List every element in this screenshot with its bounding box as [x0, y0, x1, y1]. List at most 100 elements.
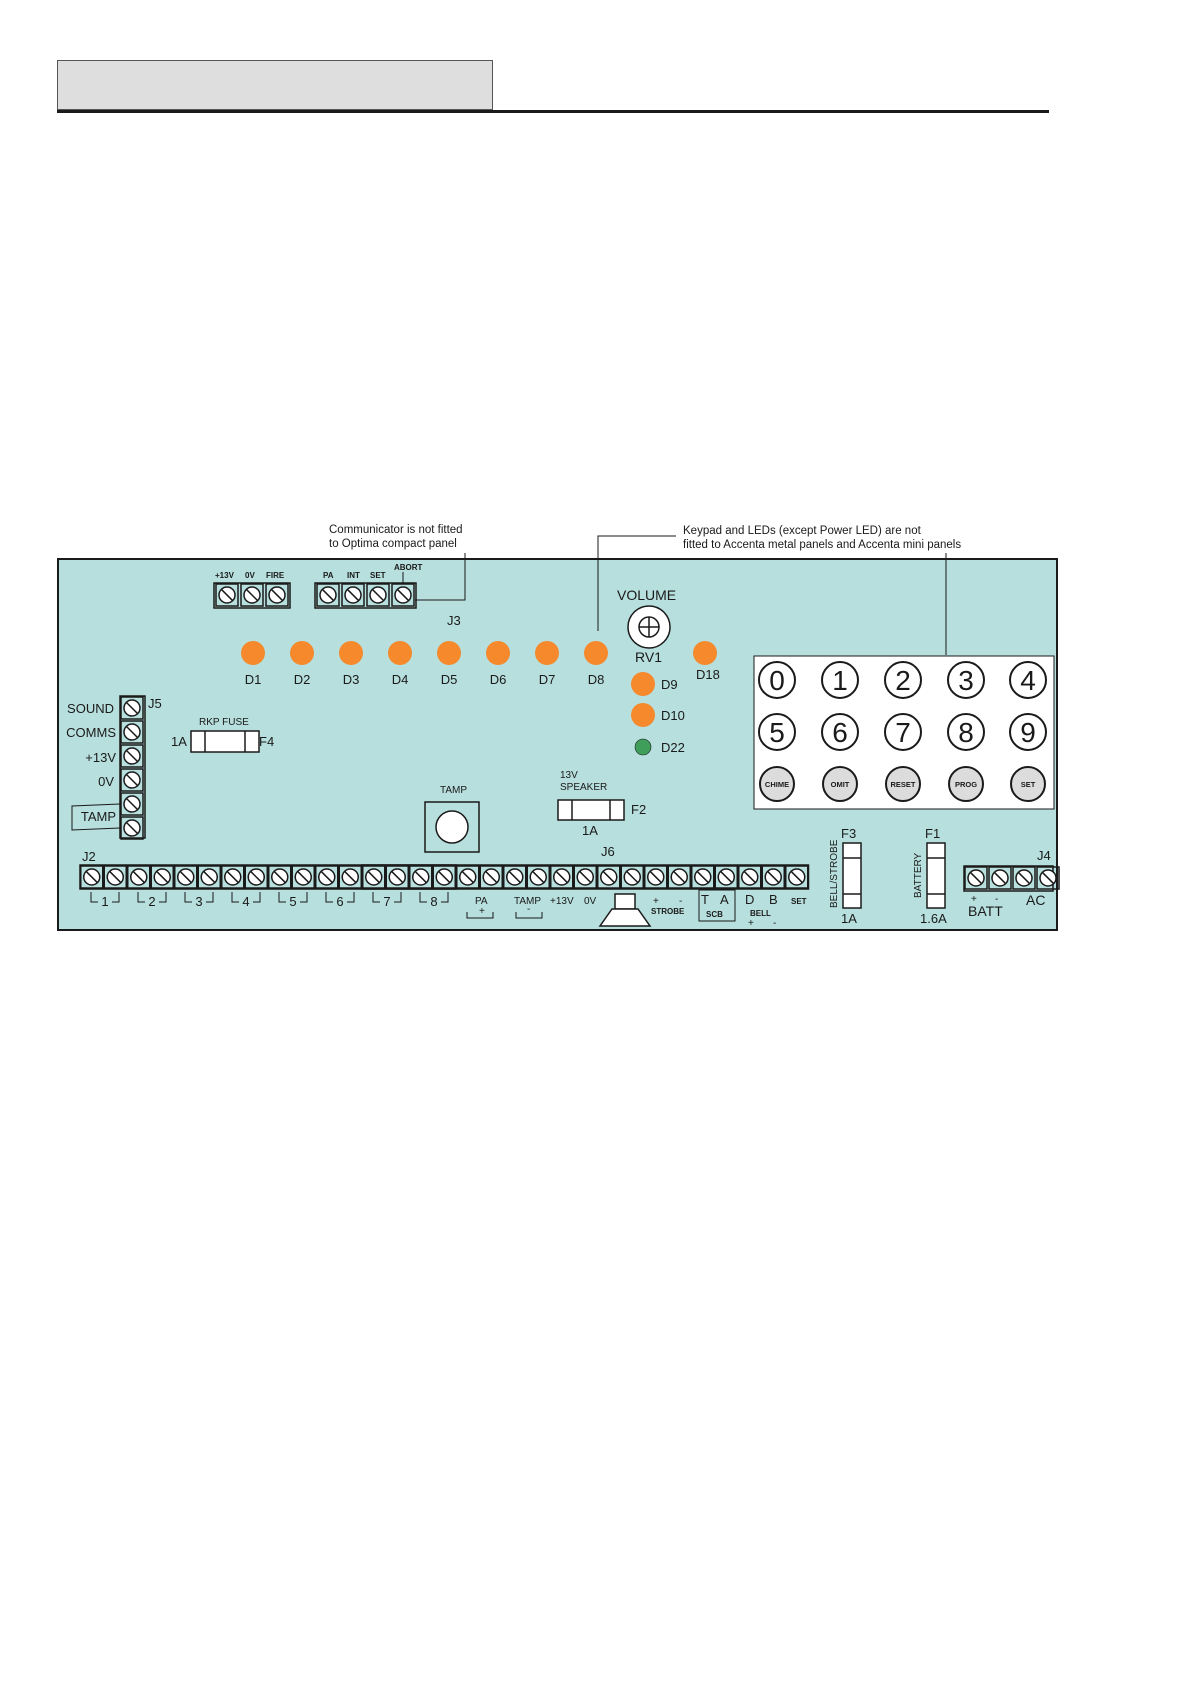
- led-d18: [693, 641, 717, 665]
- tamp-label: TAMP: [514, 896, 541, 907]
- led-d8: [584, 641, 608, 665]
- tamp-switch-label: TAMP: [440, 785, 467, 796]
- zone-label-1: 1: [101, 894, 108, 909]
- zone-label-6: 6: [336, 894, 343, 909]
- keypad-key-4: [1009, 661, 1047, 699]
- scb-a-label: A: [720, 892, 729, 907]
- led-label-d3: D3: [343, 672, 360, 687]
- pa-plus: +: [479, 906, 485, 917]
- keypad-note-line-1: Keypad and LEDs (except Power LED) are n…: [683, 525, 922, 537]
- keypad-key-5: [758, 713, 796, 751]
- zone-label-8: 8: [430, 894, 437, 909]
- led-d6: [486, 641, 510, 665]
- zone-bracket-left: [325, 892, 333, 903]
- communicator-note-line-2: to Optima compact panel: [329, 538, 457, 550]
- top-terminal-block-power: [213, 582, 291, 609]
- keypad-key-1-label: 1: [832, 665, 848, 696]
- keypad-key-set-label: SET: [1021, 780, 1036, 789]
- keypad-key-4-label: 4: [1020, 665, 1036, 696]
- led-label-d7: D7: [539, 672, 556, 687]
- keypad-key-2: [884, 661, 922, 699]
- terminal-label-0v: 0V: [245, 571, 255, 580]
- keypad-key-9: [1009, 713, 1047, 751]
- led-d4: [388, 641, 412, 665]
- scb-box: [698, 889, 736, 922]
- communicator-note-line-1: Communicator is not fitted: [329, 524, 463, 536]
- zone-bracket-left: [90, 892, 98, 903]
- keypad-key-reset: [885, 766, 921, 802]
- led-label-d6: D6: [490, 672, 507, 687]
- keypad-key-6-label: 6: [832, 717, 848, 748]
- zone-bracket-right: [112, 892, 120, 903]
- speaker-fuse: [557, 799, 625, 821]
- bell-plus: +: [748, 918, 754, 929]
- keypad-key-1: [821, 661, 859, 699]
- section-header-box: [57, 60, 493, 110]
- fuse-f3-side-label: BELL/STROBE: [829, 839, 840, 908]
- tamp-bracket: [71, 803, 121, 831]
- fuse-f1-side-label: BATTERY: [913, 852, 924, 898]
- zone-bracket-right: [300, 892, 308, 903]
- top-terminal-block-j3: [314, 582, 417, 609]
- tamp-minus: -: [527, 904, 530, 915]
- j5-terminal-block: [119, 695, 146, 840]
- led-label-d18: D18: [696, 667, 720, 682]
- speaker-fuse-label-speaker: SPEAKER: [560, 782, 607, 793]
- fuse-f1: [926, 842, 946, 909]
- tamp-switch: [424, 801, 480, 853]
- communicator-note-leader: [415, 553, 466, 601]
- keypad-key-3-label: 3: [958, 665, 974, 696]
- speaker-fuse-ref: F2: [631, 802, 646, 817]
- led-label-d2: D2: [294, 672, 311, 687]
- j6-label: J6: [601, 844, 615, 859]
- bottom-terminal-strip: [79, 864, 810, 890]
- keypad-key-6: [821, 713, 859, 751]
- strobe-plus: +: [653, 896, 659, 907]
- zone-bracket-left: [372, 892, 380, 903]
- fuse-f1-rating: 1.6A: [920, 911, 947, 926]
- keypad-key-9-label: 9: [1020, 717, 1036, 748]
- zone-label-7: 7: [383, 894, 390, 909]
- led-label-d4: D4: [392, 672, 409, 687]
- rkp-fuse-rating: 1A: [171, 734, 187, 749]
- scb-label: SCB: [706, 910, 723, 919]
- v0-label: 0V: [584, 896, 597, 907]
- zone-label-2: 2: [148, 894, 155, 909]
- terminal-label-fire: FIRE: [266, 571, 285, 580]
- j5-13v-label: +13V: [85, 750, 116, 765]
- led-label-d5: D5: [441, 672, 458, 687]
- led-label-d1: D1: [245, 672, 262, 687]
- keypad-key-2-label: 2: [895, 665, 911, 696]
- keypad-key-prog-label: PROG: [955, 780, 977, 789]
- keypad-key-chime-label: CHIME: [765, 780, 789, 789]
- keypad-key-reset-label: RESET: [890, 780, 915, 789]
- terminal-label-pa: PA: [323, 571, 334, 580]
- zone-bracket-right: [394, 892, 402, 903]
- header-rule: [57, 110, 1049, 113]
- led-label-d10: D10: [661, 708, 685, 723]
- bell-label: BELL: [750, 909, 771, 918]
- j5-tamp-label: TAMP: [81, 809, 116, 824]
- keypad-key-chime: [759, 766, 795, 802]
- j4-plus: +: [971, 894, 977, 905]
- zone-bracket-left: [137, 892, 145, 903]
- speaker-fuse-label-13v: 13V: [560, 770, 578, 781]
- zone-bracket-left: [184, 892, 192, 903]
- led-label-d9: D9: [661, 677, 678, 692]
- keypad-key-set: [1010, 766, 1046, 802]
- speaker-fuse-rating: 1A: [582, 823, 598, 838]
- zone-label-4: 4: [242, 894, 249, 909]
- fuse-f3: [842, 842, 862, 909]
- terminal-label-13v: +13V: [215, 571, 235, 580]
- zone-bracket-left: [278, 892, 286, 903]
- j5-0v-label: 0V: [98, 774, 114, 789]
- volume-label: VOLUME: [617, 587, 676, 603]
- j4-terminal-block: [963, 865, 1060, 892]
- strobe-label: STROBE: [651, 907, 685, 916]
- keypad-key-prog: [948, 766, 984, 802]
- bell-d-label: D: [745, 892, 754, 907]
